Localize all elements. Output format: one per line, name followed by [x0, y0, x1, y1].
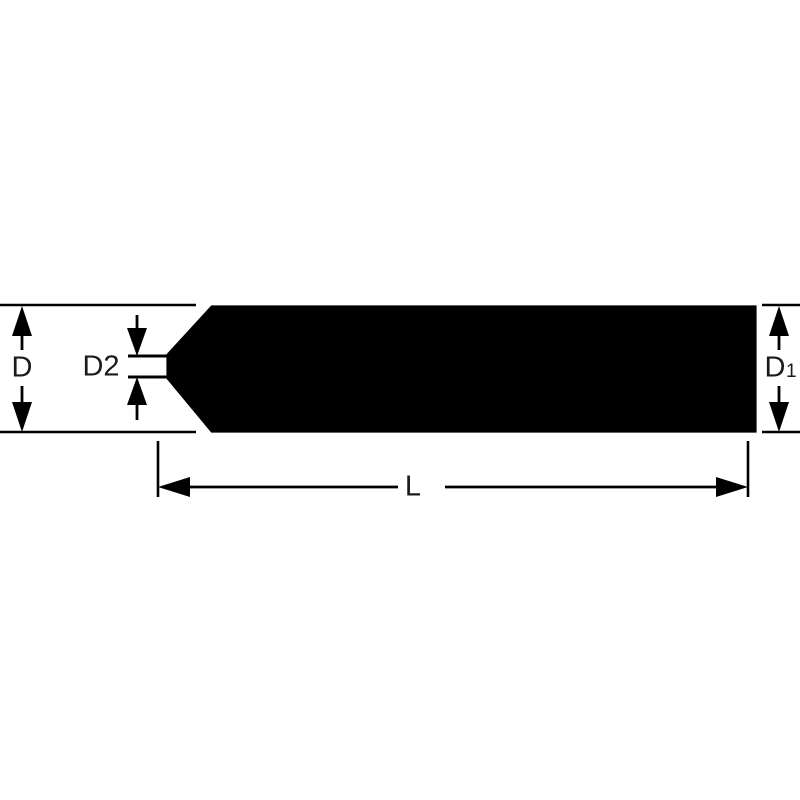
dimension-D1-label-backdrop [760, 350, 800, 386]
dimension-L-arrow-left [158, 477, 190, 497]
dimension-D1-label-subscript: 1 [786, 361, 797, 382]
dimension-D2: D2 [76, 315, 147, 420]
dimension-D1-label: D [765, 352, 786, 384]
dimension-D-label: D [12, 352, 33, 384]
dimension-D2-arrow-down [127, 328, 147, 356]
dimension-L: L [158, 471, 748, 503]
dimension-D2-arrow-up [127, 377, 147, 405]
dimension-D1-arrow-down [769, 402, 789, 432]
tool-body-outline [166, 305, 757, 433]
extension-lines-group [0, 303, 800, 497]
dimension-D-arrow-up [12, 306, 32, 336]
dimension-D-arrow-down [12, 402, 32, 432]
dimension-L-arrow-right [716, 477, 748, 497]
dimension-D1: D 1 [760, 306, 800, 432]
dimension-L-label: L [405, 471, 421, 503]
dimension-D2-label: D2 [82, 351, 119, 383]
tool-body-group [166, 305, 757, 433]
dimension-D1-arrow-up [769, 306, 789, 336]
dimension-D: D [4, 306, 40, 432]
dimension-D2-label-backdrop [76, 350, 126, 384]
dimension-D-label-backdrop [4, 350, 40, 386]
